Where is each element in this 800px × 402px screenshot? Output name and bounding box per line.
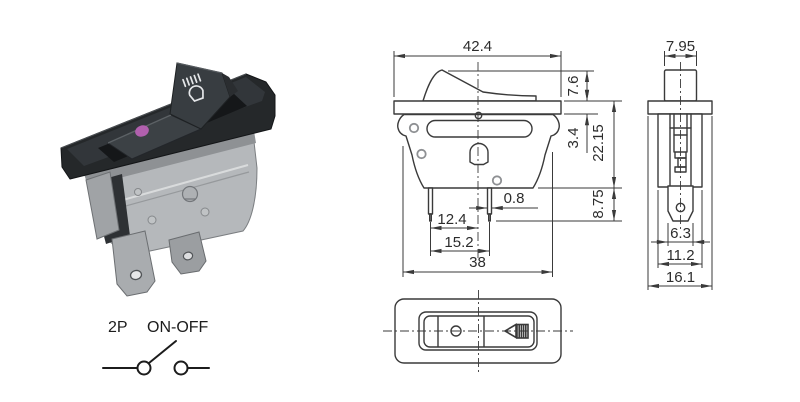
dim-body-height: 22.15 bbox=[590, 124, 607, 162]
body-side-details bbox=[669, 113, 692, 188]
terminal-hole bbox=[129, 269, 143, 281]
terminal-hole bbox=[182, 251, 194, 261]
switch-metal-body bbox=[84, 131, 258, 253]
dim-terminal-thickness: 0.8 bbox=[504, 190, 525, 207]
terminal-tabs bbox=[111, 230, 207, 297]
terminal-pins bbox=[427, 187, 493, 222]
dim-terminal-pitch: 15.2 bbox=[444, 234, 473, 251]
rocker-actuator bbox=[106, 62, 238, 160]
schematic: 2P ON-OFF bbox=[102, 319, 210, 376]
front-view-drawing: 42.4 7.6 3.4 22.15 8.75 0.8 bbox=[393, 38, 622, 277]
dim-flange-thickness: 3.4 bbox=[565, 128, 582, 149]
headlight-beam-icon bbox=[182, 73, 204, 103]
d-hole bbox=[181, 185, 199, 203]
dim-rocker-height: 7.6 bbox=[565, 76, 582, 97]
switch-photo-illustration bbox=[60, 62, 276, 297]
spst-switch-symbol bbox=[102, 340, 210, 376]
flange-side bbox=[647, 100, 713, 115]
center-notch bbox=[469, 142, 489, 166]
headlight-beam-icon bbox=[503, 323, 529, 339]
top-view-drawing bbox=[383, 290, 573, 373]
dim-body-depth: 11.2 bbox=[666, 247, 694, 264]
dim-body-width: 38 bbox=[469, 254, 486, 271]
front-dimensions: 42.4 7.6 3.4 22.15 8.75 0.8 bbox=[393, 38, 622, 277]
body-side bbox=[657, 113, 703, 188]
mounting-clip bbox=[85, 171, 130, 244]
dim-flange-width: 42.4 bbox=[463, 38, 492, 55]
body-slot bbox=[426, 119, 533, 138]
dim-terminal-length: 8.75 bbox=[590, 189, 607, 218]
dim-flange-depth: 16.1 bbox=[666, 269, 695, 286]
schematic-poles-label: 2P bbox=[108, 319, 128, 336]
rocker-profile bbox=[422, 69, 537, 102]
side-dimensions: 7.95 6.3 11.2 16.1 bbox=[647, 38, 713, 290]
dim-terminal-width: 6.3 bbox=[670, 225, 691, 242]
schematic-function-label: ON-OFF bbox=[147, 319, 209, 336]
dim-terminal-offset: 12.4 bbox=[437, 211, 466, 228]
side-view-drawing: 7.95 6.3 11.2 16.1 bbox=[647, 38, 713, 290]
dim-actuator-width: 7.95 bbox=[666, 38, 695, 55]
indicator-dot-icon bbox=[135, 125, 149, 137]
rocker-top bbox=[423, 315, 535, 348]
